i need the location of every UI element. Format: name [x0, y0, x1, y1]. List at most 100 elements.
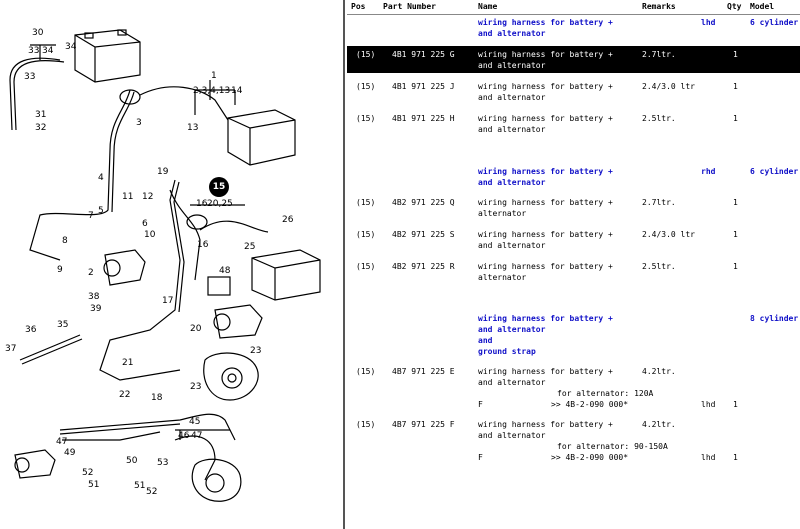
callout-label: 5: [98, 206, 104, 216]
row-side: lhd: [701, 400, 716, 409]
callout-label: 31: [35, 110, 47, 120]
callout-label: 8: [62, 236, 68, 246]
callout-label: 52: [146, 487, 158, 497]
section-header[interactable]: wiring harness for battery + and alterna…: [347, 166, 800, 190]
row-part-number: 4B2 971 225 Q: [392, 198, 455, 207]
row-part-number: 4B1 971 225 J: [392, 82, 455, 91]
row-qty: 1: [733, 230, 738, 239]
row-part-number: 4B7 971 225 F: [392, 420, 455, 429]
table-row[interactable]: (15) 4B1 971 225 H wiring harness for ba…: [347, 113, 800, 137]
header-model[interactable]: Model: [750, 2, 775, 11]
wiring-diagram-drawing: [9, 29, 321, 502]
callout-label: 37: [5, 344, 17, 354]
row-pos: (15): [356, 262, 376, 271]
table-row[interactable]: (15) 4B1 971 225 J wiring harness for ba…: [347, 81, 800, 105]
row-pos: (15): [356, 230, 376, 239]
callout-label: 52: [82, 468, 94, 478]
callout-label: 21: [122, 358, 134, 368]
callout-label: 20,25: [207, 199, 233, 209]
section-name: and alternator: [478, 178, 546, 187]
section-model: 8 cylinder: [750, 314, 799, 323]
callout-label: 7: [88, 211, 94, 221]
section-name: wiring harness for battery +: [478, 314, 613, 323]
callout-label: 2: [88, 268, 94, 278]
table-row[interactable]: (15) 4B7 971 225 F wiring harness for ba…: [347, 419, 800, 465]
row-part-number: 4B2 971 225 R: [392, 262, 455, 271]
row-qty: 1: [733, 453, 738, 462]
callout-label: 1: [211, 71, 217, 81]
callout-label: 17: [162, 296, 174, 306]
row-name: and alternator: [478, 61, 546, 70]
table-row[interactable]: (15) 4B1 971 225 G wiring harness for ba…: [347, 46, 800, 73]
panel-divider[interactable]: [343, 0, 345, 529]
row-part-number: 4B1 971 225 H: [392, 114, 455, 123]
callout-label: 12: [142, 192, 154, 202]
row-name: wiring harness for battery +: [478, 230, 613, 239]
row-pos: (15): [356, 50, 376, 59]
row-pos: (15): [356, 420, 376, 429]
section-name: and alternator: [478, 29, 546, 38]
section-name: wiring harness for battery +: [478, 167, 613, 176]
header-qty[interactable]: Qty: [727, 2, 742, 11]
row-name: and alternator: [478, 431, 546, 440]
row-reference[interactable]: >> 4B-2-090 000*: [551, 453, 629, 462]
row-name: wiring harness for battery +: [478, 367, 613, 376]
row-name: and alternator: [478, 241, 546, 250]
row-part-number: 4B2 971 225 S: [392, 230, 455, 239]
table-header: Pos Part Number Name Remarks Qty Model: [347, 0, 800, 15]
row-name: wiring harness for battery +: [478, 262, 613, 271]
callout-label: 33: [28, 46, 40, 56]
section-header[interactable]: wiring harness for battery + and alterna…: [347, 17, 800, 41]
callout-label: 23: [190, 382, 202, 392]
row-remarks: 2.4/3.0 ltr: [642, 82, 695, 91]
callout-label: 25: [244, 242, 256, 252]
callout-label: 48: [219, 266, 231, 276]
table-row[interactable]: (15) 4B7 971 225 E wiring harness for ba…: [347, 366, 800, 412]
table-row[interactable]: (15) 4B2 971 225 Q wiring harness for ba…: [347, 197, 800, 221]
row-remarks: 2.7ltr.: [642, 198, 676, 207]
callout-label: 30: [32, 28, 44, 38]
callout-label: 53: [157, 458, 169, 468]
callout-label: 51: [88, 480, 100, 490]
row-side: lhd: [701, 453, 716, 462]
row-flag: F: [478, 400, 483, 409]
header-part-number[interactable]: Part Number: [383, 2, 436, 11]
section-side: rhd: [701, 167, 716, 176]
row-reference[interactable]: >> 4B-2-090 000*: [551, 400, 629, 409]
row-name: wiring harness for battery +: [478, 420, 613, 429]
row-qty: 1: [733, 50, 738, 59]
row-name: alternator: [478, 209, 527, 218]
callout-label: 33: [24, 72, 36, 82]
row-pos: (15): [356, 82, 376, 91]
callout-label: 11: [122, 192, 134, 202]
header-pos[interactable]: Pos: [351, 2, 366, 11]
table-row[interactable]: (15) 4B2 971 225 R wiring harness for ba…: [347, 261, 800, 285]
table-row[interactable]: (15) 4B2 971 225 S wiring harness for ba…: [347, 229, 800, 253]
row-remarks: 4.2ltr.: [642, 420, 676, 429]
callout-label: 14: [231, 86, 243, 96]
section-header[interactable]: wiring harness for battery + and alterna…: [347, 313, 800, 359]
section-name: and: [478, 336, 493, 345]
callout-label: 38: [88, 292, 100, 302]
section-model: 6 cylinder: [750, 18, 799, 27]
row-name: alternator: [478, 273, 527, 282]
row-name: wiring harness for battery +: [478, 50, 613, 59]
callout-highlighted[interactable]: 15: [209, 177, 229, 197]
row-remarks: 2.7ltr.: [642, 50, 676, 59]
callout-label: 23: [250, 346, 262, 356]
callout-label: 18: [151, 393, 163, 403]
callout-label: 51: [134, 481, 146, 491]
row-remarks: 2.5ltr.: [642, 262, 676, 271]
row-name: wiring harness for battery +: [478, 114, 613, 123]
callout-label: 34: [42, 46, 54, 56]
callout-label: 47: [191, 431, 203, 441]
header-remarks[interactable]: Remarks: [642, 2, 676, 11]
row-flag: F: [478, 453, 483, 462]
row-note: for alternator: 120A: [557, 389, 654, 398]
header-name[interactable]: Name: [478, 2, 498, 11]
callout-label: 50: [126, 456, 138, 466]
section-side: lhd: [701, 18, 716, 27]
row-remarks: 2.5ltr.: [642, 114, 676, 123]
callout-label: 35: [57, 320, 69, 330]
callout-label: 4: [98, 173, 104, 183]
